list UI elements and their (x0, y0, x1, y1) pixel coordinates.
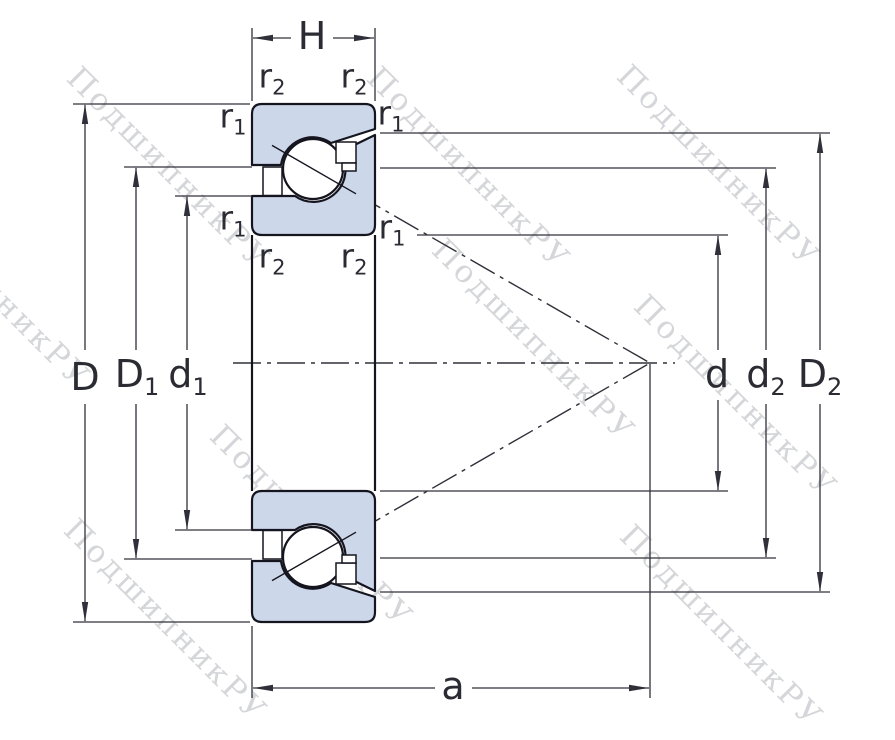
dim-label-d1: d1 (168, 352, 208, 401)
dim-label-d: d (704, 352, 730, 396)
dim-label-D2: D2 (797, 352, 843, 401)
cage-pocket (262, 166, 283, 197)
dim-label-H: H (297, 14, 327, 58)
radius-label-r2-top-left: r2 (258, 56, 286, 100)
radius-label-r1-top-left: r1 (219, 96, 247, 140)
radius-label-r1-top-right: r1 (377, 93, 405, 137)
cage-pocket (262, 529, 283, 560)
radius-label-r1-bottom-right: r1 (378, 207, 406, 251)
outer-ring-bottom (250, 559, 377, 624)
contact-line-top (355, 193, 651, 364)
dim-label-d2: d2 (746, 352, 786, 401)
dimension-d1 (175, 195, 252, 531)
dimension-d (380, 234, 728, 492)
contact-line-solid-bottom (271, 531, 357, 582)
dimension-a (251, 364, 651, 698)
dimension-d2 (380, 167, 776, 559)
dim-label-D1: D1 (114, 352, 160, 401)
dim-label-a: a (441, 664, 465, 708)
dimension-H (251, 28, 376, 101)
dim-label-D: D (70, 355, 100, 399)
dimension-D (73, 103, 250, 623)
outer-ring-top (250, 102, 377, 167)
bearing-section-top (250, 102, 377, 237)
cage-pocket (335, 141, 357, 164)
dimension-D2 (380, 132, 830, 593)
contact-line-solid-top (271, 144, 357, 195)
radius-label-r1-bottom-left: r1 (219, 198, 247, 242)
dimension-D1 (124, 166, 252, 560)
cage-pocket (341, 162, 357, 172)
radius-label-r2-bottom-left: r2 (258, 236, 286, 280)
contact-line-bottom (355, 362, 651, 533)
cage-pocket (341, 554, 357, 564)
radius-label-r2-bottom-right: r2 (340, 236, 368, 280)
bearing-section-bottom (250, 489, 377, 624)
radius-label-r2-top-right: r2 (340, 56, 368, 100)
cage-pocket (335, 562, 357, 585)
